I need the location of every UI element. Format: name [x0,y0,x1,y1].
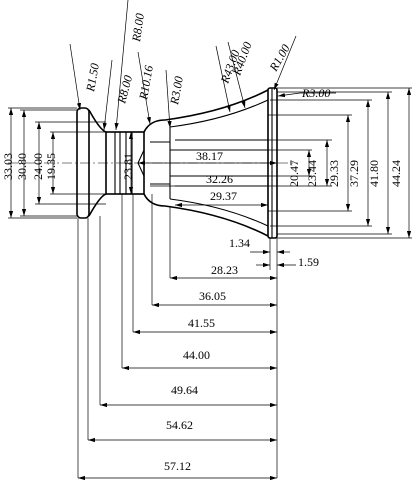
dim-38-17-label: 38.17 [196,149,223,163]
r3-00a-label: R3.00 [167,75,186,106]
left-flange [76,107,90,219]
dim-30-80-label: 30.80 [15,153,29,180]
dim-29-37-label: 29.37 [210,189,237,203]
dim-33-03-label: 33.03 [1,153,15,180]
step-top [143,119,166,133]
dim-23-81-label: 23.81 [121,153,135,180]
r8-00a-label: R8.00 [114,74,135,106]
r1-50-leader [69,43,82,111]
dim-41-55-label: 41.55 [188,316,215,330]
r1-00-label: R1.00 [266,42,293,74]
bell-inner-top [169,99,269,128]
extension-lines [8,87,412,478]
r8-00a-leader [102,59,113,131]
bell-outer-bottom [164,205,269,237]
r1-50-label: R1.50 [83,62,102,93]
horizontal-dimensions: 1.34 1.59 28.23 36.05 41.55 44.00 49.64 … [78,149,319,481]
r8-00b-leader [114,0,129,131]
dim-29-33-label: 29.33 [327,160,341,187]
r10-16-leader [137,51,151,125]
dim-32-26-label: 32.26 [206,172,233,186]
dim-23-44-label: 23.44 [305,160,319,187]
r1-00-leader [273,35,297,91]
r10-16-label: R10.16 [136,64,156,101]
dim-54-62-label: 54.62 [166,418,193,432]
dim-57-12-label: 57.12 [164,459,191,473]
dim-1-59-label: 1.59 [298,255,319,269]
r3-00b-label: R3.00 [301,86,330,100]
dim-24-00-label: 24.00 [31,153,45,180]
bell-outer-top [164,89,269,121]
left-neck-top [88,109,107,133]
bell-inner-bottom [169,198,269,227]
dim-36-05-label: 36.05 [199,289,226,303]
dim-41-80-label: 41.80 [367,160,381,187]
step-bottom [143,193,166,207]
dim-37-29-label: 37.29 [347,160,361,187]
radius-callouts: R1.50 R8.00 R8.00 R10.16 R3.00 R43.00 R4… [69,0,336,131]
dim-1-34-label: 1.34 [229,236,250,250]
dim-44-24-label: 44.24 [389,160,403,187]
dim-19-35-label: 19.35 [44,153,58,180]
vertical-dimensions: 33.03 30.80 24.00 19.35 23.81 20.47 23.4… [1,88,412,238]
left-neck-bottom [88,193,107,217]
dim-49-64-label: 49.64 [171,383,198,397]
r8-00b-label: R8.00 [129,12,147,43]
r43-00-leader [215,45,231,113]
r3-00b-leader [277,92,301,98]
dim-20-47-label: 20.47 [287,160,301,187]
r40-00-leader [227,41,246,109]
dim-44-00-label: 44.00 [183,348,210,362]
dim-28-23-label: 28.23 [211,263,238,277]
r3-00a-leader [165,69,172,129]
